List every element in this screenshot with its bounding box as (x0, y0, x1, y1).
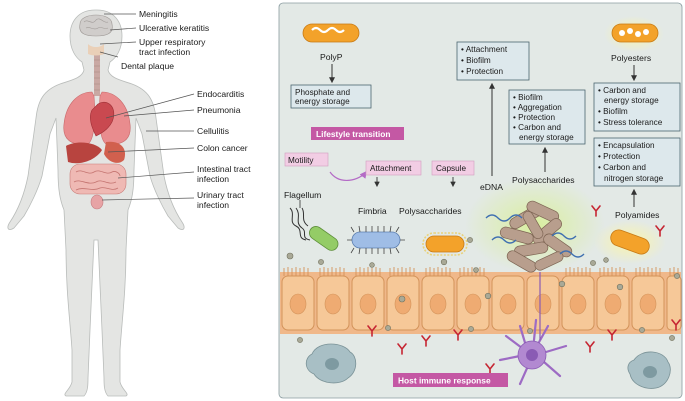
label-pneumonia: Pneumonia (197, 105, 241, 115)
attachment-tag (365, 160, 422, 176)
dendritic-cell (498, 318, 568, 386)
polysaccharides-label-2: Polysaccharides (512, 175, 575, 185)
macrophage-left (305, 343, 357, 384)
fimbriated-bacterium (347, 225, 405, 255)
lifestyle-transition-label: Lifestyle transition (316, 129, 390, 139)
polyester-box-line-1: • Carbon and (598, 86, 646, 95)
stomach (104, 141, 126, 163)
label-upper-respiratory: Upper respiratory (139, 37, 206, 47)
polyester-box-line-3: • Biofilm (598, 107, 628, 116)
flagellated-bacterium (289, 207, 339, 251)
motility-to-attachment-arrow (329, 170, 367, 181)
label-upper-respiratory-2: tract infection (139, 47, 190, 57)
motility-tag (284, 152, 329, 167)
lifestyle-transition-tag (311, 127, 404, 140)
label-urinary: Urinary tract (197, 190, 244, 200)
label-endocarditis: Endocarditis (197, 89, 244, 99)
polyamide-bacterium (610, 229, 650, 255)
edna-strands (485, 214, 585, 258)
polyamide-box-line-1: • Encapsulation (598, 141, 655, 150)
antibodies (367, 205, 681, 375)
polyester-box-line-2: energy storage (604, 96, 659, 105)
label-ulcerative-keratitis: Ulcerative keratitis (139, 23, 209, 33)
polyamide-box-line-3: • Carbon and (598, 163, 646, 172)
edna-box-line-1: • Attachment (461, 45, 508, 54)
biofilm-cluster (499, 200, 573, 273)
brain (79, 14, 113, 37)
host-immune-response-tag (393, 373, 508, 387)
epithelial-layer (280, 267, 682, 334)
human-body-panel: Meningitis Ulcerative keratitis Upper re… (7, 9, 251, 397)
label-urinary-2: infection (197, 200, 229, 210)
biofilm-box-line-4: • Carbon and (513, 123, 561, 132)
biofilm-box-line-1: • Biofilm (513, 93, 543, 102)
trachea (94, 52, 100, 96)
polyester-bacterium (611, 23, 659, 43)
heart (90, 102, 115, 137)
leader-lines (99, 13, 195, 201)
biofilm-box-line-2: • Aggregation (513, 103, 562, 112)
polyamide-box-line-4: nitrogen storage (604, 174, 664, 183)
label-intestinal: Intestinal tract (197, 164, 251, 174)
polyamides-label: Polyamides (615, 210, 659, 220)
disease-labels: Meningitis Ulcerative keratitis Upper re… (121, 9, 251, 210)
phosphate-line-1: Phosphate and (295, 88, 351, 97)
macrophage-right (627, 351, 671, 389)
label-dental-plaque: Dental plaque (121, 61, 174, 71)
phosphate-line-2: energy storage (295, 97, 350, 106)
edna-box (456, 41, 530, 81)
attachment-label: Attachment (370, 164, 412, 173)
edna-box-line-2: • Biofilm (461, 56, 491, 65)
liver (66, 142, 102, 164)
edna-box-line-3: • Protection (461, 67, 503, 76)
label-intestinal-2: infection (197, 174, 229, 184)
label-colon-cancer: Colon cancer (197, 143, 248, 153)
capsule-label: Capsule (436, 164, 466, 173)
polyamide-box (593, 137, 681, 187)
flagellum-label: Flagellum (284, 190, 321, 200)
polysaccharides-label-1: Polysaccharides (399, 206, 462, 216)
fimbria-label: Fimbria (358, 206, 387, 216)
biofilm-box (508, 89, 586, 145)
polyamide-box-line-2: • Protection (598, 152, 640, 161)
host-immune-response-label: Host immune response (398, 376, 491, 386)
polyester-box-line-4: • Stress tolerance (598, 118, 663, 127)
polyester-box (593, 82, 681, 132)
label-meningitis: Meningitis (139, 9, 178, 19)
mechanism-panel: PolyP Phosphate and energy storage Lifes… (278, 2, 683, 399)
edna-label: eDNA (480, 182, 503, 192)
phosphate-box (290, 84, 372, 109)
polyesters-label: Polyesters (611, 53, 651, 63)
bladder (90, 194, 104, 210)
motility-label: Motility (288, 156, 314, 165)
label-cellulitis: Cellulitis (197, 126, 229, 136)
biofilm-box-line-5: energy storage (519, 133, 574, 142)
capsule-tag (431, 160, 475, 176)
polyp-bacterium (302, 23, 360, 43)
biofilm-box-line-3: • Protection (513, 113, 555, 122)
label-polyp: PolyP (320, 52, 343, 62)
capsule-bacterium (422, 232, 468, 256)
